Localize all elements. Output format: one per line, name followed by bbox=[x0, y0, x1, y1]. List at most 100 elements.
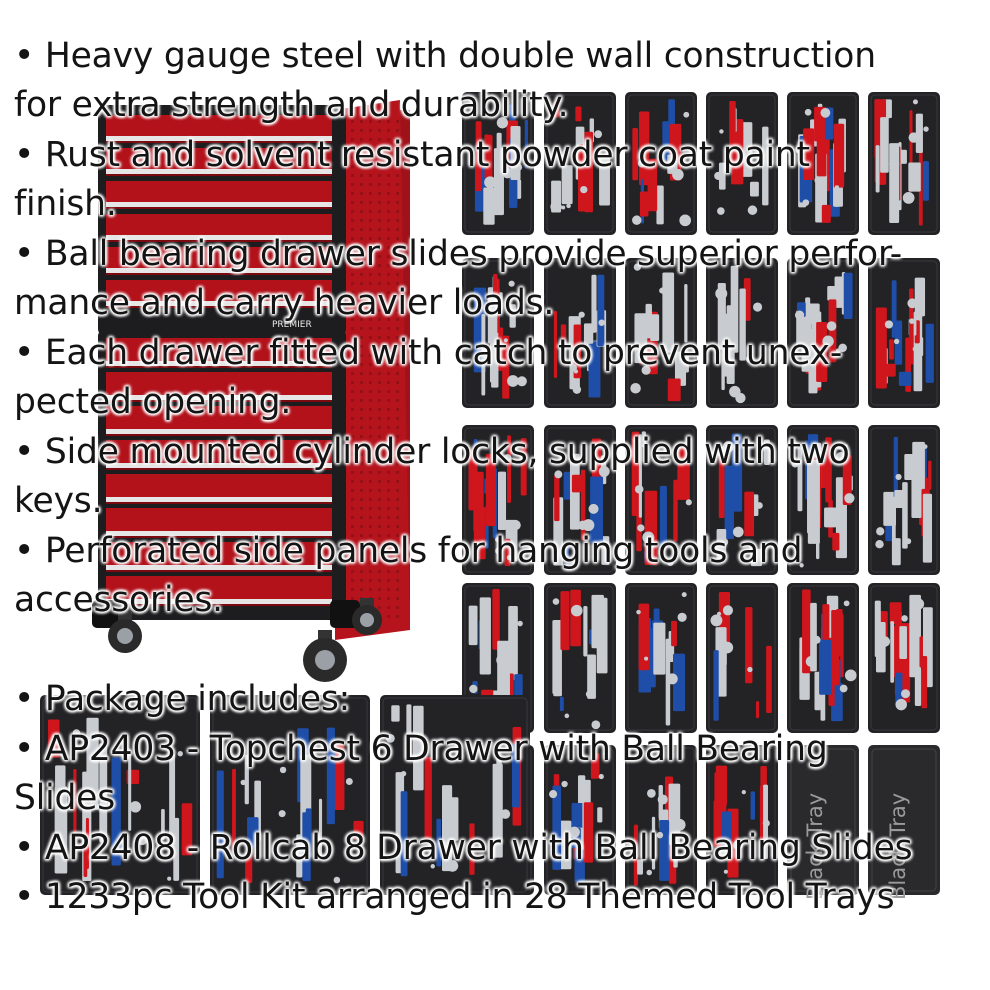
tool-item bbox=[583, 323, 594, 344]
cabinet-drawer bbox=[106, 181, 332, 209]
tool-item bbox=[436, 818, 442, 867]
feature-line: for extra strength and durability. bbox=[14, 85, 569, 125]
tool-item bbox=[715, 287, 728, 300]
tool-item bbox=[899, 626, 907, 659]
feature-line: Slides bbox=[14, 778, 115, 818]
tool-item bbox=[683, 111, 690, 118]
tool-item bbox=[475, 121, 482, 192]
tool-item bbox=[749, 181, 759, 197]
tool-item bbox=[554, 474, 560, 522]
tool-item bbox=[914, 277, 926, 317]
feature-line: keys. bbox=[14, 481, 103, 521]
tool-item bbox=[647, 789, 656, 798]
tool-item bbox=[718, 451, 725, 519]
tool-item bbox=[585, 690, 594, 698]
cabinet-drawer bbox=[106, 508, 332, 538]
tool-item bbox=[717, 207, 725, 215]
tool-item bbox=[83, 834, 88, 878]
tool-item bbox=[732, 526, 744, 538]
tool-item bbox=[484, 134, 493, 179]
tool-item bbox=[560, 591, 570, 651]
tool-item bbox=[637, 859, 643, 875]
tool-item bbox=[507, 375, 519, 387]
tool-item bbox=[753, 302, 763, 312]
tool-item bbox=[553, 310, 558, 378]
tool-item bbox=[884, 363, 896, 377]
tool-item bbox=[296, 834, 303, 878]
tool-item bbox=[473, 471, 484, 532]
tool-item bbox=[729, 385, 741, 398]
tool-item bbox=[720, 538, 729, 546]
tool-item bbox=[824, 507, 837, 528]
tool-tray bbox=[706, 258, 778, 408]
tool-item bbox=[391, 705, 400, 722]
tool-tray bbox=[625, 583, 697, 733]
tool-item bbox=[247, 817, 259, 848]
tool-item bbox=[73, 769, 77, 857]
tool-tray bbox=[462, 258, 534, 408]
tool-item bbox=[724, 313, 731, 377]
tool-item bbox=[599, 156, 610, 206]
tool-item bbox=[279, 766, 287, 774]
tool-item bbox=[843, 600, 850, 607]
tool-item bbox=[333, 876, 341, 884]
tool-item bbox=[891, 509, 896, 559]
tool-item bbox=[908, 162, 921, 192]
tool-item bbox=[810, 602, 817, 672]
tool-item bbox=[502, 167, 513, 179]
tool-item bbox=[508, 280, 515, 287]
cabinet-drawer bbox=[106, 440, 332, 470]
tool-item bbox=[559, 696, 564, 712]
tool-tray bbox=[706, 425, 778, 575]
tool-item bbox=[385, 733, 395, 743]
tool-item bbox=[814, 176, 822, 184]
tool-item bbox=[572, 385, 582, 394]
tool-item bbox=[928, 460, 932, 490]
tool-item bbox=[922, 493, 933, 563]
tool-tray bbox=[462, 425, 534, 575]
tool-item bbox=[136, 833, 148, 846]
tool-item bbox=[632, 127, 639, 181]
tool-item bbox=[821, 204, 831, 223]
tool-item bbox=[492, 589, 500, 650]
tool-item bbox=[509, 304, 516, 328]
tool-item bbox=[554, 470, 563, 479]
tool-item bbox=[721, 641, 734, 654]
tool-item bbox=[581, 496, 585, 525]
tool-item bbox=[893, 436, 898, 498]
tool-item bbox=[161, 808, 165, 840]
tool-item bbox=[657, 794, 668, 805]
tool-item bbox=[835, 442, 844, 450]
tool-item bbox=[666, 673, 678, 685]
tool-item bbox=[566, 203, 571, 209]
tool-item bbox=[747, 666, 753, 673]
tool-item bbox=[509, 628, 516, 635]
tool-item bbox=[634, 484, 644, 494]
tool-item bbox=[603, 751, 608, 756]
tool-item bbox=[497, 471, 507, 531]
feature-line: • 1233pc Tool Kit arranged in 28 Themed … bbox=[14, 877, 895, 917]
tray-label: Black Tray bbox=[886, 793, 910, 900]
tool-item bbox=[684, 283, 688, 343]
tool-cabinet-image: PREMIER bbox=[92, 100, 410, 682]
tool-item bbox=[835, 451, 847, 463]
tool-item bbox=[484, 176, 497, 189]
tool-item bbox=[755, 701, 760, 719]
tool-item bbox=[633, 824, 639, 886]
tool-item bbox=[503, 338, 508, 343]
tool-item bbox=[564, 713, 570, 719]
feature-line: • Each drawer fitted with catch to preve… bbox=[14, 333, 843, 373]
tool-item bbox=[601, 536, 610, 565]
tool-item bbox=[588, 503, 599, 514]
tool-item bbox=[413, 705, 424, 791]
tool-item bbox=[591, 274, 597, 333]
tool-item bbox=[493, 273, 498, 303]
tool-item bbox=[578, 311, 585, 318]
tool-item bbox=[827, 285, 840, 301]
tool-item bbox=[893, 338, 900, 345]
tool-item bbox=[713, 650, 719, 721]
tool-item bbox=[875, 539, 884, 549]
tool-item bbox=[889, 143, 900, 224]
tool-item bbox=[673, 479, 678, 542]
tool-item bbox=[723, 869, 728, 874]
